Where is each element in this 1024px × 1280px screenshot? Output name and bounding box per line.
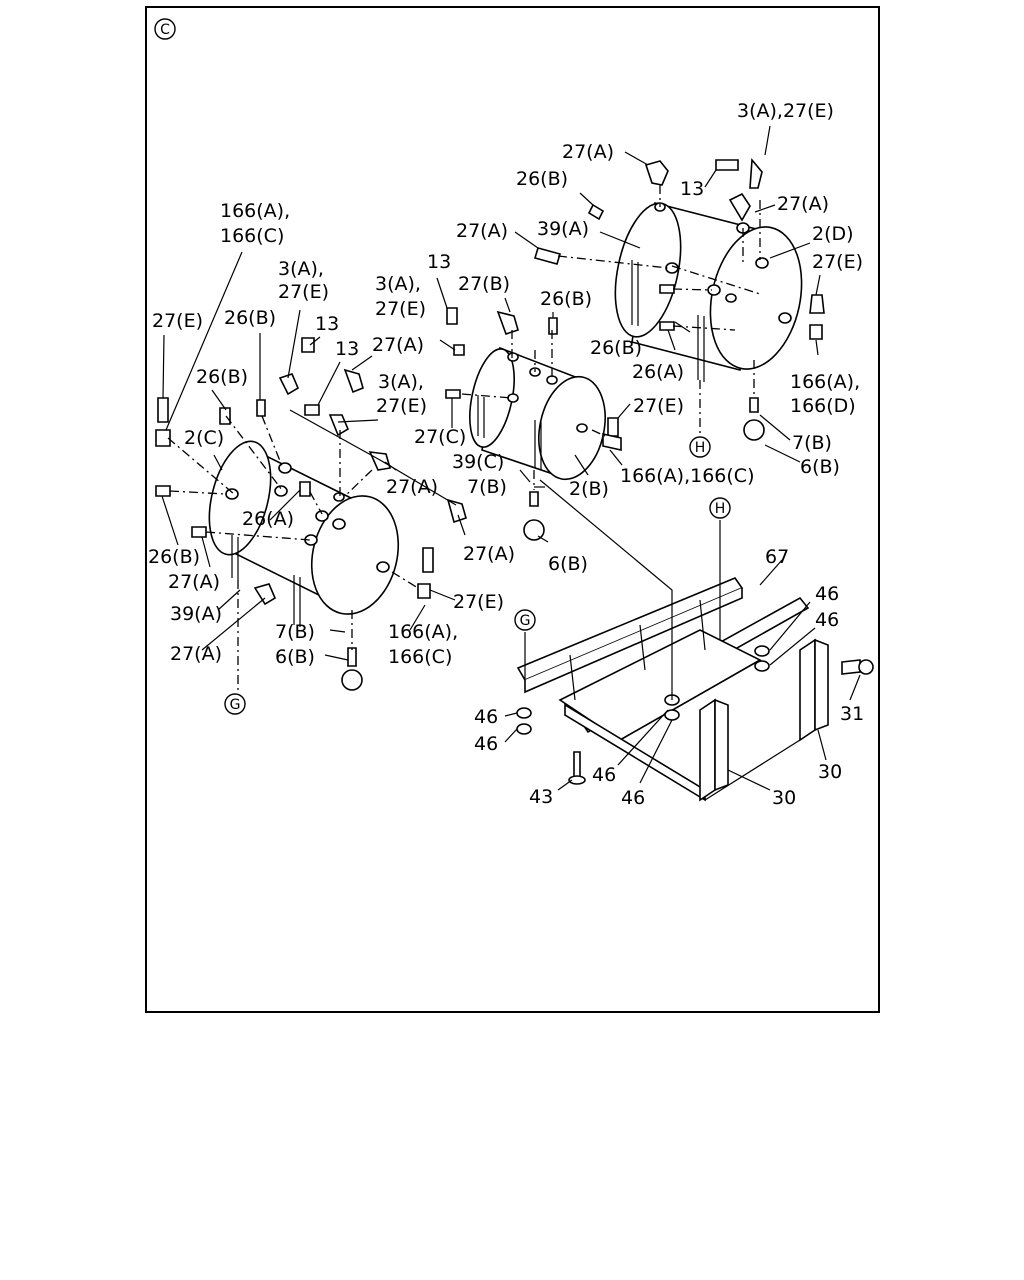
callout-label: 46 <box>621 787 645 809</box>
callout-label: 30 <box>772 787 796 809</box>
callout-label: 27(A) <box>168 571 220 593</box>
leader-lines <box>161 125 861 791</box>
callout-label: 166(D) <box>790 395 856 417</box>
reference-marker-g-upper: G <box>514 609 536 631</box>
callout-label: 46 <box>815 609 839 631</box>
section-marker: C <box>154 18 176 40</box>
callout-label: 3(A), <box>375 273 421 295</box>
callout-label: 2(C) <box>184 427 224 449</box>
callout-label: 46 <box>815 583 839 605</box>
reference-marker-h-upper: H <box>689 436 711 458</box>
callout-label: 3(A), <box>378 371 424 393</box>
svg-text:H: H <box>715 501 726 517</box>
callout-label: 27(E) <box>375 298 426 320</box>
callout-label: 166(C) <box>388 646 452 668</box>
callout-label: 31 <box>840 703 864 725</box>
reference-marker-h-lower: H <box>709 497 731 519</box>
callout-label: 27(A) <box>372 334 424 356</box>
callout-label: 7(B) <box>792 432 832 454</box>
callout-label: 46 <box>474 706 498 728</box>
callout-label: 166(A), <box>790 371 860 393</box>
svg-text:G: G <box>230 697 241 713</box>
callout-label: 39(A) <box>170 603 222 625</box>
callout-label: 46 <box>474 733 498 755</box>
callout-label: 27(E) <box>376 395 427 417</box>
callout-label: 6(B) <box>275 646 315 668</box>
callout-label: 27(E) <box>278 281 329 303</box>
callout-label: 39(A) <box>537 218 589 240</box>
air-tank-2b <box>469 346 606 481</box>
callout-label: 67 <box>765 546 789 568</box>
callout-label: 26(B) <box>540 288 592 310</box>
callout-label: 27(E) <box>812 251 863 273</box>
svg-text:H: H <box>695 440 706 456</box>
callout-label: 27(A) <box>386 476 438 498</box>
svg-text:C: C <box>160 22 170 38</box>
callout-label: 166(A),166(C) <box>620 465 754 487</box>
callout-label: 7(B) <box>275 621 315 643</box>
callout-label: 26(A) <box>632 361 684 383</box>
callout-label: 26(B) <box>224 307 276 329</box>
callout-label: 27(A) <box>456 220 508 242</box>
callout-label: 6(B) <box>800 456 840 478</box>
fittings <box>155 157 825 691</box>
callout-label: 27(E) <box>152 310 203 332</box>
callout-labels: 3(A),27(E) 27(A) 13 26(B) 27(A) 39(A) 27… <box>148 100 864 809</box>
callout-label: 3(A),27(E) <box>737 100 834 122</box>
callout-label: 27(C) <box>414 426 466 448</box>
callout-label: 13 <box>680 178 704 200</box>
callout-label: 27(E) <box>453 591 504 613</box>
callout-label: 26(B) <box>590 337 642 359</box>
callout-label: 46 <box>592 764 616 786</box>
callout-label: 26(B) <box>148 546 200 568</box>
callout-label: 26(B) <box>196 366 248 388</box>
svg-text:G: G <box>520 613 531 629</box>
diagram-frame <box>145 6 880 1013</box>
reference-marker-g-lower: G <box>224 693 246 715</box>
callout-label: 166(A), <box>220 200 290 222</box>
callout-label: 166(A), <box>388 621 458 643</box>
callout-label: 13 <box>335 338 359 360</box>
callout-label: 27(A) <box>777 193 829 215</box>
callout-label: 26(B) <box>516 168 568 190</box>
callout-label: 27(E) <box>633 395 684 417</box>
air-tank-2c <box>208 440 400 627</box>
callout-label: 27(A) <box>562 141 614 163</box>
callout-label: 39(C) <box>452 451 504 473</box>
callout-label: 2(D) <box>812 223 854 245</box>
frame-bracket-assembly <box>516 577 874 802</box>
callout-label: 27(A) <box>463 543 515 565</box>
callout-label: 2(B) <box>569 478 609 500</box>
callout-label: 43 <box>529 786 553 808</box>
callout-label: 7(B) <box>467 476 507 498</box>
callout-label: 166(C) <box>220 225 284 247</box>
callout-label: 27(B) <box>458 273 510 295</box>
callout-label: 30 <box>818 761 842 783</box>
callout-label: 13 <box>315 313 339 335</box>
callout-label: 27(A) <box>170 643 222 665</box>
callout-label: 13 <box>427 251 451 273</box>
callout-label: 26(A) <box>242 508 294 530</box>
callout-label: 6(B) <box>548 553 588 575</box>
callout-label: 3(A), <box>278 258 324 280</box>
